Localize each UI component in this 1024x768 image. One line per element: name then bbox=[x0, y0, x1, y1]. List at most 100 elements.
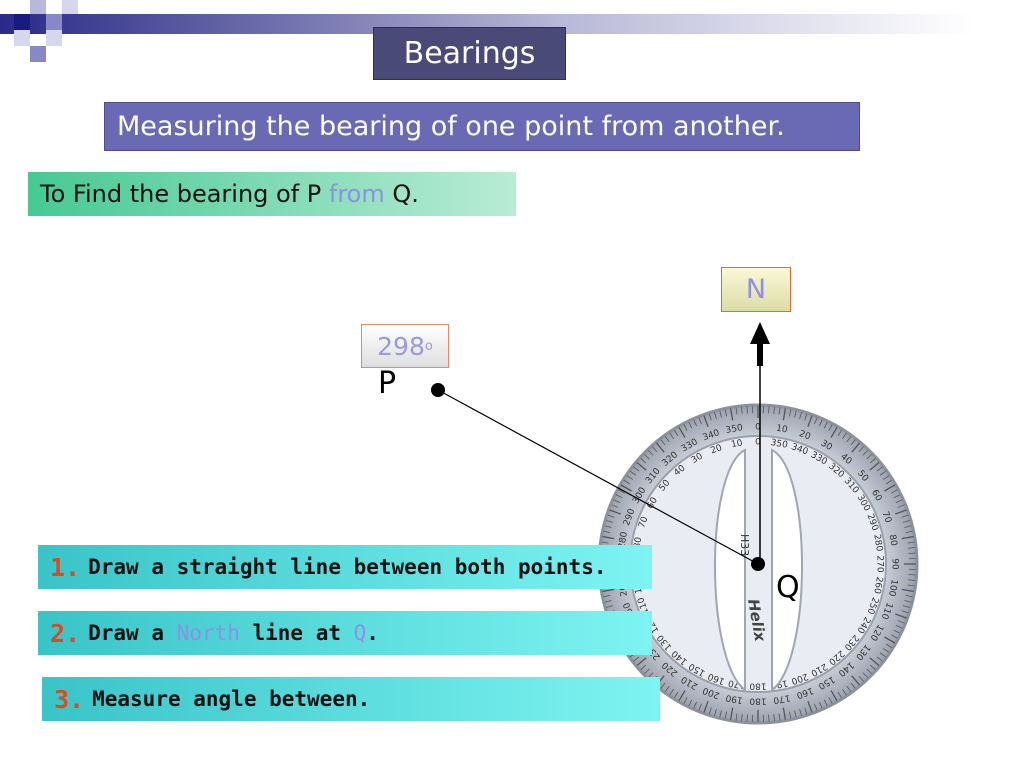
header-square-decoration bbox=[30, 0, 46, 14]
protractor-tick bbox=[789, 409, 792, 417]
protractor-scale-label: 70 bbox=[637, 515, 650, 529]
protractor-tick bbox=[819, 701, 823, 709]
protractor-tick bbox=[636, 657, 647, 667]
protractor-tick bbox=[897, 504, 905, 508]
protractor-tick bbox=[633, 656, 640, 662]
protractor-tick bbox=[905, 530, 913, 533]
protractor-tick bbox=[830, 426, 838, 438]
protractor-tick bbox=[869, 664, 876, 671]
protractor-tick bbox=[837, 691, 843, 699]
slide-title: Bearings bbox=[373, 27, 566, 80]
protractor-tick bbox=[693, 701, 697, 709]
protractor-tick bbox=[647, 450, 654, 456]
protractor-tick bbox=[626, 475, 634, 480]
protractor-tick bbox=[895, 625, 903, 629]
protractor-tick bbox=[882, 475, 890, 480]
protractor-tick bbox=[907, 584, 915, 587]
protractor-tick bbox=[866, 453, 872, 460]
slide-subtitle-text: Measuring the bearing of one point from … bbox=[117, 111, 785, 142]
protractor-tick bbox=[602, 535, 615, 540]
instruction-text-start: To Find the bearing of P bbox=[40, 180, 329, 208]
protractor-scale-label: 80 bbox=[632, 536, 644, 549]
step-2-number: 2. bbox=[50, 618, 81, 648]
slide-subtitle: Measuring the bearing of one point from … bbox=[104, 102, 860, 151]
protractor-tick bbox=[629, 470, 637, 476]
step-2: 2. Draw a North line at Q . bbox=[38, 611, 652, 655]
protractor-tick bbox=[884, 484, 896, 492]
north-arrow-shaft bbox=[757, 340, 763, 366]
point-p-label: P bbox=[378, 366, 397, 401]
protractor-cutout-right bbox=[771, 448, 803, 693]
protractor-scale-label: 70 bbox=[880, 510, 893, 524]
step-2-text-a: Draw a bbox=[88, 621, 177, 645]
protractor-tick bbox=[647, 672, 654, 678]
point-q-label: Q bbox=[776, 570, 800, 605]
protractor-scale-label: 280 bbox=[617, 531, 630, 550]
protractor-scale-label: 350 bbox=[725, 423, 744, 436]
protractor-tick bbox=[623, 479, 631, 485]
north-arrow-head bbox=[750, 322, 770, 344]
header-square-decoration bbox=[14, 30, 30, 46]
protractor-scale-label: 20 bbox=[709, 443, 723, 456]
protractor-tick bbox=[729, 408, 734, 421]
protractor-tick bbox=[782, 707, 787, 720]
protractor-tick bbox=[698, 703, 702, 711]
step-3-text: Measure angle between. bbox=[92, 687, 371, 711]
protractor-tick bbox=[842, 688, 847, 696]
protractor-tick bbox=[683, 697, 688, 704]
step-2-highlight-north: North bbox=[176, 621, 240, 645]
protractor-tick bbox=[636, 461, 647, 471]
protractor-tick bbox=[901, 610, 909, 614]
protractor-tick bbox=[678, 426, 686, 438]
protractor-tick bbox=[601, 541, 609, 544]
protractor-tick bbox=[688, 699, 693, 707]
protractor-tick bbox=[640, 664, 647, 671]
step-2-text-c: . bbox=[366, 621, 379, 645]
protractor-tick bbox=[673, 429, 679, 437]
protractor-tick bbox=[858, 675, 865, 682]
protractor-tick bbox=[606, 605, 613, 608]
protractor-tick bbox=[735, 407, 738, 415]
protractor-scale-label: 280 bbox=[871, 534, 884, 553]
protractor-tick bbox=[908, 579, 916, 581]
bearing-angle-degree: o bbox=[424, 338, 433, 354]
protractor-tick bbox=[903, 605, 910, 608]
protractor-scale-label: 100 bbox=[886, 578, 899, 597]
north-label: N bbox=[721, 267, 791, 312]
step-2-text-b: line at bbox=[239, 621, 354, 645]
protractor-scale-label: 260 bbox=[871, 576, 884, 595]
protractor-tick bbox=[828, 697, 833, 704]
protractor-tick bbox=[891, 634, 898, 639]
protractor-tick bbox=[683, 424, 688, 431]
protractor-tick bbox=[618, 489, 625, 494]
protractor-tick bbox=[869, 657, 880, 667]
protractor-tick bbox=[885, 479, 893, 485]
protractor-tick bbox=[851, 442, 861, 453]
instruction-text-end: Q. bbox=[384, 180, 419, 208]
protractor-tick bbox=[603, 530, 611, 533]
protractor-tick bbox=[693, 419, 697, 427]
protractor-tick bbox=[901, 514, 909, 518]
protractor-tick bbox=[664, 435, 670, 443]
protractor-tick bbox=[669, 432, 674, 440]
protractor-tick bbox=[714, 412, 717, 419]
protractor-tick bbox=[879, 652, 887, 658]
protractor-tick bbox=[866, 668, 872, 675]
protractor-tick bbox=[660, 682, 666, 689]
protractor-tick bbox=[735, 713, 738, 721]
header-square-decoration bbox=[30, 46, 46, 62]
protractor-tick bbox=[904, 525, 912, 528]
protractor-tick bbox=[807, 700, 813, 713]
point-p-marker bbox=[431, 383, 445, 397]
protractor-scale-label: 90 bbox=[890, 558, 900, 570]
protractor-tick bbox=[613, 499, 621, 503]
protractor-scale-label: 190 bbox=[725, 692, 744, 705]
protractor-tick bbox=[782, 408, 787, 421]
protractor-tick bbox=[729, 707, 734, 720]
protractor-tick bbox=[884, 636, 896, 644]
instruction-banner: To Find the bearing of P from Q. bbox=[28, 172, 516, 216]
protractor-tick bbox=[615, 494, 623, 499]
slide-title-text: Bearings bbox=[403, 36, 536, 71]
protractor-tick bbox=[603, 595, 611, 598]
protractor-scale-label: 180 bbox=[749, 681, 766, 691]
